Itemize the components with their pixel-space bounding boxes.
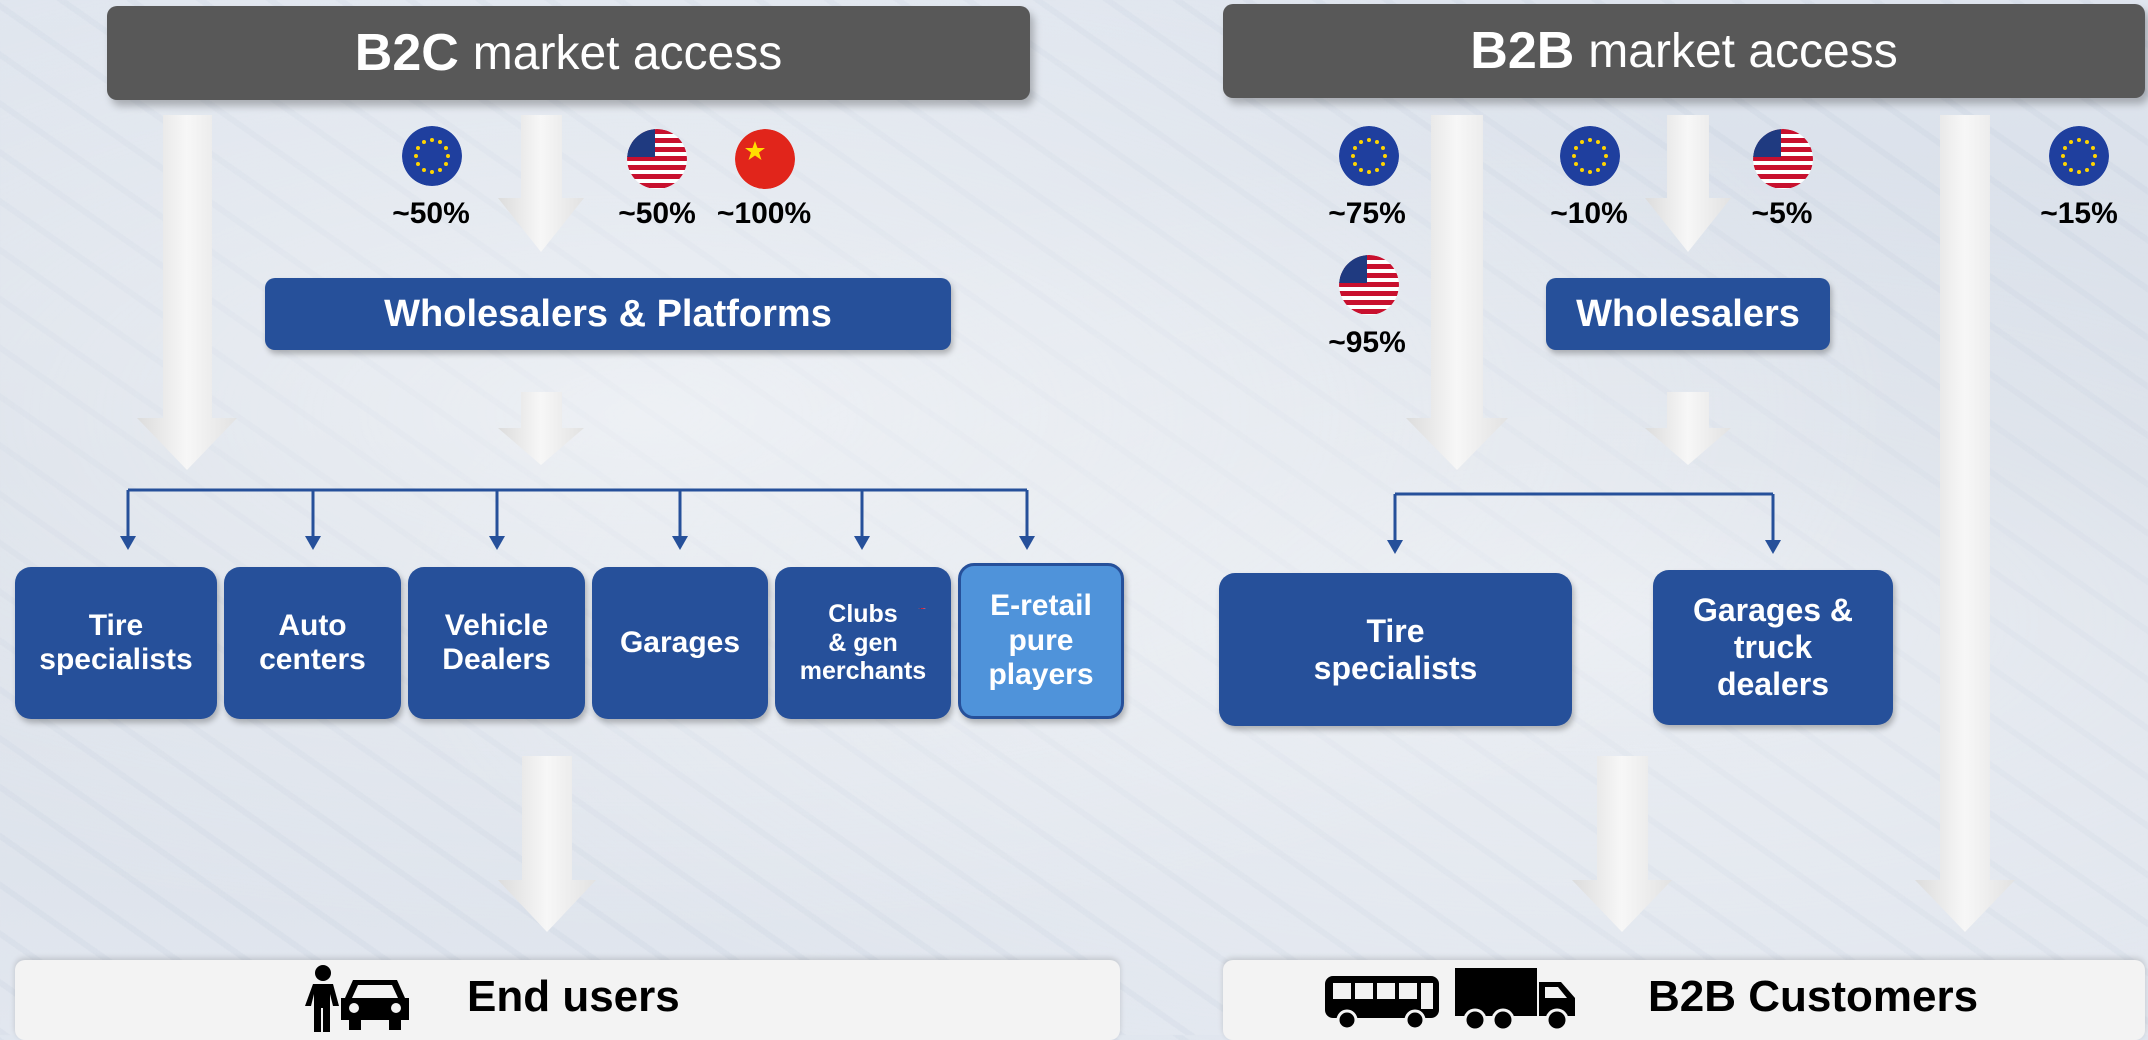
arrow-b2b-wholesalers-down xyxy=(1645,392,1731,465)
b2c-header: B2C market access xyxy=(107,6,1030,100)
arrow-b2c-wholesalers-down xyxy=(498,392,584,465)
b2c-channel-vehicle-dealers: Vehicle Dealers xyxy=(408,567,585,719)
b2c-channel-e-retail: E-retail pure players xyxy=(958,563,1124,719)
us-flag-icon xyxy=(1753,129,1813,189)
bus-icon xyxy=(1325,976,1439,1031)
eu-flag-icon xyxy=(402,126,462,186)
arrow-b2b-to-wholesalers xyxy=(1645,115,1731,252)
b2c-channel-tire-specialists: Tire specialists xyxy=(15,567,217,719)
b2c-footer-label: End users xyxy=(467,972,680,1021)
b2b-footer: B2B Customers xyxy=(1223,960,2145,1040)
b2c-footer: End users xyxy=(15,960,1120,1040)
eu-flag-icon xyxy=(1560,126,1620,186)
b2b-footer-label: B2B Customers xyxy=(1648,972,1979,1021)
b2b-channel-tire-specialists: Tire specialists xyxy=(1219,573,1572,726)
b2c-share-eu: ~50% xyxy=(392,197,470,230)
arrow-b2b-to-customers xyxy=(1572,756,1672,932)
arrow-b2b-right-direct xyxy=(1915,115,2015,932)
b2c-wholesalers-box: Wholesalers & Platforms xyxy=(265,278,951,350)
b2c-bracket xyxy=(126,488,1029,540)
b2b-header-text: market access xyxy=(1588,24,1898,78)
eu-flag-icon xyxy=(2049,126,2109,186)
b2b-share-us-direct: ~95% xyxy=(1328,326,1406,359)
arrow-b2c-to-wholesalers xyxy=(498,115,584,252)
b2b-bracket xyxy=(1393,492,1775,544)
b2c-share-us: ~50% xyxy=(618,197,696,230)
b2b-share-eu-wholesale: ~10% xyxy=(1550,197,1628,230)
b2c-header-bold: B2C xyxy=(354,24,459,82)
us-flag-icon xyxy=(907,579,937,609)
clubs-label: Clubs & gen merchants xyxy=(799,599,927,686)
b2b-channel-garages-truck-dealers: Garages & truck dealers xyxy=(1653,570,1893,725)
b2b-share-eu-direct: ~75% xyxy=(1328,197,1406,230)
person-icon xyxy=(305,965,339,1032)
b2c-share-china: ~100% xyxy=(716,197,812,230)
b2c-channel-auto-centers: Auto centers xyxy=(224,567,401,719)
b2b-share-us-wholesale: ~5% xyxy=(1751,197,1813,230)
car-icon xyxy=(341,980,409,1030)
b2b-header: B2B market access xyxy=(1223,4,2145,98)
b2c-channel-clubs: Clubs & gen merchants xyxy=(775,567,951,719)
b2c-channel-garages: Garages xyxy=(592,567,768,719)
us-flag-icon xyxy=(627,129,687,189)
b2c-header-text: market access xyxy=(472,26,783,80)
eu-flag-icon xyxy=(1339,126,1399,186)
arrow-b2b-direct xyxy=(1406,115,1508,470)
b2b-wholesalers-box: Wholesalers xyxy=(1546,278,1830,350)
truck-icon xyxy=(1455,968,1575,1032)
us-flag-icon xyxy=(1339,255,1399,315)
arrow-b2c-to-end-users xyxy=(498,756,596,932)
b2b-share-eu-customers: ~15% xyxy=(2040,197,2118,230)
china-flag-icon xyxy=(735,129,795,189)
arrow-b2c-direct xyxy=(137,115,237,470)
b2b-header-bold: B2B xyxy=(1470,22,1575,80)
